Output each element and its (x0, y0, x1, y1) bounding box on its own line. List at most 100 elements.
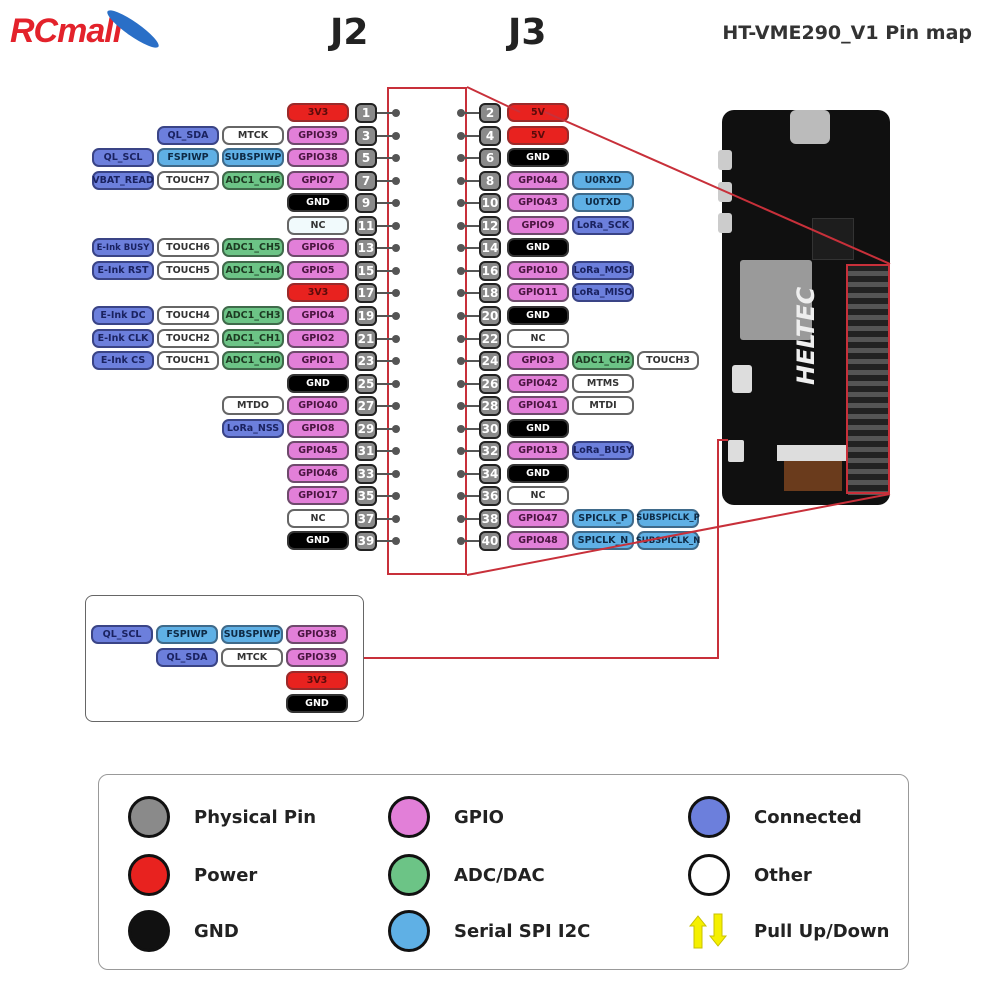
legend (98, 774, 909, 970)
physical-pin-22: 22 (479, 328, 501, 349)
legend-item: Power (128, 854, 257, 896)
physical-pin-16: 16 (479, 260, 501, 281)
pin-function-gnd: GND (507, 148, 569, 168)
pin-function-gpio: GPIO8 (287, 418, 349, 438)
pin-dot (392, 379, 400, 388)
j2-header: J2 (330, 12, 369, 53)
pin-dot (457, 402, 465, 411)
pin-lead (377, 292, 395, 295)
pin-function-serial: U0TXD (572, 193, 634, 213)
pin-dot (457, 334, 465, 343)
physical-pin-1: 1 (355, 103, 377, 123)
pin-function-gpio: GPIO45 (287, 441, 349, 461)
pin-function-gnd: GND (507, 305, 569, 325)
pin-lead (462, 472, 480, 475)
pin-function-gpio: GPIO11 (507, 283, 569, 303)
physical-pin-35: 35 (355, 486, 377, 507)
pin-function-serial: U0RXD (572, 170, 634, 190)
pin-dot (392, 131, 400, 140)
pin-function-connected: E-Ink CLK (92, 328, 154, 348)
pin-lead (462, 495, 480, 498)
pin-function-serial: SPICLK_P (572, 508, 634, 528)
fpc-cable (784, 461, 842, 491)
pin-dot (457, 244, 465, 253)
pin-function-gpio: GPIO10 (507, 260, 569, 280)
pin-function-gpio: GPIO41 (507, 396, 569, 416)
legend-label: Serial SPI I2C (454, 920, 591, 942)
chip (812, 218, 854, 260)
pin-dot (457, 311, 465, 320)
pin-function-gpio: GPIO40 (287, 396, 349, 416)
legend-item: Pull Up/Down (688, 910, 889, 952)
pin-function-adc: ADC1_CH2 (572, 351, 634, 371)
physical-pin-26: 26 (479, 373, 501, 394)
pin-function-gnd: GND (287, 373, 349, 393)
pin-function-gpio: GPIO39 (287, 125, 349, 145)
ql-connector (728, 440, 744, 462)
rcmall-logo: RCmall (10, 5, 163, 53)
usb-c-port (790, 110, 830, 144)
physical-pin-12: 12 (479, 215, 501, 236)
pin-lead (462, 337, 480, 340)
pin-lead (462, 314, 480, 317)
physical-pin-40: 40 (479, 531, 501, 552)
pin-dot (457, 131, 465, 140)
legend-item: Other (688, 854, 812, 896)
pin-dot (392, 424, 400, 433)
physical-pin-7: 7 (355, 170, 377, 191)
physical-pin-23: 23 (355, 351, 377, 372)
physical-pin-31: 31 (355, 441, 377, 462)
pin-function-gpio: GPIO48 (507, 531, 569, 551)
legend-label: GND (194, 920, 239, 942)
physical-pin-4: 4 (479, 125, 501, 146)
pin-lead (462, 134, 480, 137)
pin-lead (462, 224, 480, 227)
pin-function-power: 5V (507, 125, 569, 145)
legend-item: Connected (688, 796, 862, 838)
pin-function-gpio: GPIO2 (287, 328, 349, 348)
pin-dot (457, 266, 465, 275)
pin-function-other: TOUCH4 (157, 305, 219, 325)
pin-function-other: MTDO (222, 396, 284, 416)
pin-function-adc: ADC1_CH1 (222, 328, 284, 348)
pin-function-connected: VBAT_READ (92, 170, 154, 190)
pin-header-strip (848, 265, 888, 495)
physical-pin-17: 17 (355, 283, 377, 304)
physical-pin-24: 24 (479, 351, 501, 372)
pin-function-connected: E-Ink BUSY (92, 238, 154, 258)
pin-dot (457, 154, 465, 163)
pin-lead (377, 179, 395, 182)
pin-lead (377, 247, 395, 250)
page-title: HT-VME290_V1 Pin map (722, 22, 972, 44)
pin-function-gnd: GND (507, 238, 569, 258)
pin-lead (377, 314, 395, 317)
physical-pin-30: 30 (479, 418, 501, 439)
physical-pin-11: 11 (355, 215, 377, 236)
pin-dot (392, 357, 400, 366)
pin-dot (392, 154, 400, 163)
pin-lead (462, 382, 480, 385)
fpc-connector (777, 445, 847, 461)
physical-pin-36: 36 (479, 486, 501, 507)
circle-icon (128, 910, 170, 952)
pin-function-gpio: GPIO5 (287, 260, 349, 280)
pin-dot (457, 109, 465, 117)
pin-function-adc: ADC1_CH6 (222, 170, 284, 190)
pin-dot (392, 402, 400, 411)
pin-dot (457, 221, 465, 230)
button (718, 182, 732, 202)
circle-icon (688, 854, 730, 896)
pin-lead (462, 517, 480, 520)
physical-pin-38: 38 (479, 508, 501, 529)
circle-icon (128, 796, 170, 838)
legend-label: Pull Up/Down (754, 920, 890, 942)
pin-dot (457, 289, 465, 298)
circle-icon (388, 910, 430, 952)
pin-lead (462, 540, 480, 543)
pin-function-connected: LoRa_MISO (572, 283, 634, 303)
pin-function-other: TOUCH6 (157, 238, 219, 258)
pin-function-serial: SUBSPIWP (222, 148, 284, 168)
legend-item: Physical Pin (128, 796, 316, 838)
pin-dot (392, 334, 400, 343)
ql-connector-inset (85, 595, 364, 722)
